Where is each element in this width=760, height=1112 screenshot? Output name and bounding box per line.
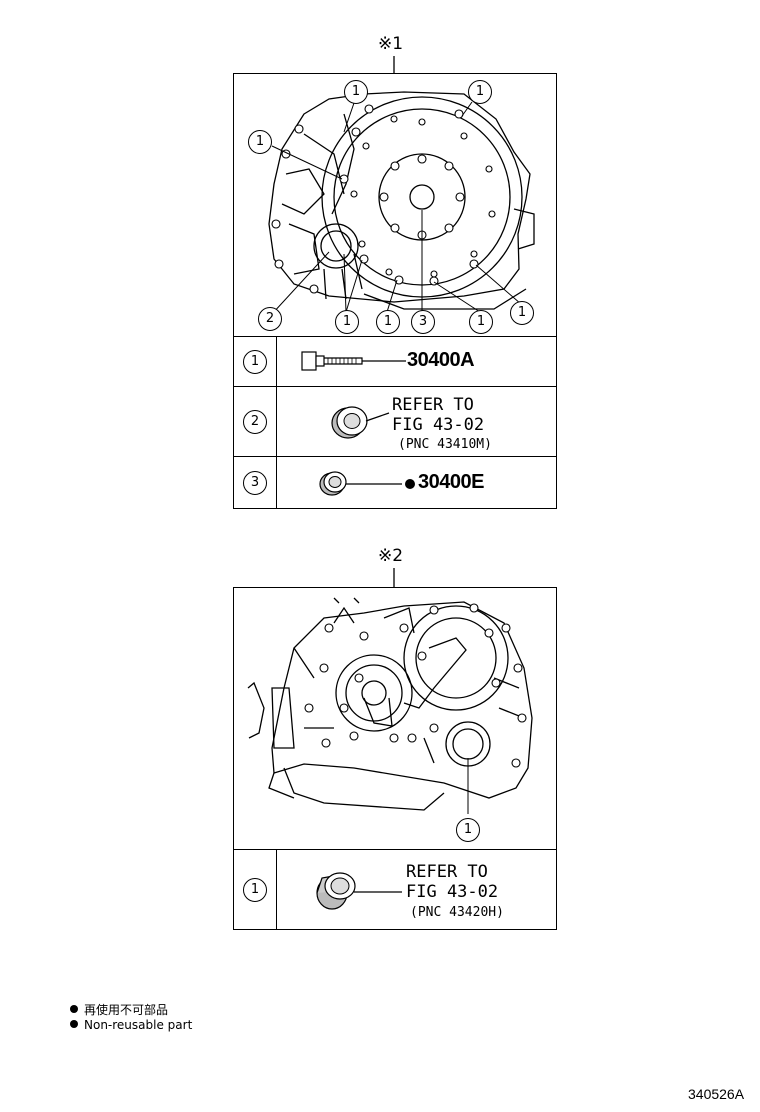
- parts-row-1: 1 REFER TO FIG 43-02 (PNC 43420H): [234, 849, 556, 930]
- transmission-case-rear-drawing: [247, 597, 533, 814]
- oil-seal-icon: [319, 471, 415, 496]
- callout-1: 1: [510, 301, 534, 325]
- row-number: 1: [243, 350, 267, 374]
- group2-marker: ※2: [378, 546, 404, 566]
- callout-1: 1: [456, 818, 480, 842]
- refer-to-text: REFER TO: [392, 395, 474, 415]
- non-reusable-dot-icon: [70, 1020, 78, 1028]
- figure-id: 340526A: [688, 1086, 745, 1102]
- non-reusable-dot-icon: [405, 479, 415, 489]
- row-number: 3: [243, 471, 267, 495]
- callout-1: 1: [376, 310, 400, 334]
- refer-fig-link[interactable]: FIG 43-02: [406, 882, 499, 902]
- legend-en: Non-reusable part: [70, 1018, 192, 1032]
- parts-row-2: 2 REFER TO FIG 43-02 (PNC 43410M): [234, 386, 556, 457]
- callout-3: 3: [411, 310, 435, 334]
- group2-panel: 1 1 REFER TO FIG 43-02 (PNC 43420H): [233, 587, 557, 930]
- refer-to-text: REFER TO: [406, 862, 488, 882]
- group1-marker: ※1: [378, 34, 404, 54]
- non-reusable-dot-icon: [70, 1005, 78, 1013]
- row-number: 1: [243, 878, 267, 902]
- parts-row-3: 3 30400E: [234, 456, 556, 509]
- callout-1: 1: [344, 80, 368, 104]
- part-number: 30400E: [418, 471, 484, 493]
- callout-1: 1: [335, 310, 359, 334]
- row-number: 2: [243, 410, 267, 434]
- callout-2: 2: [258, 307, 282, 331]
- callout-1: 1: [469, 310, 493, 334]
- pnc-text: (PNC 43410M): [398, 437, 492, 452]
- pnc-text: (PNC 43420H): [410, 905, 504, 920]
- bolt-icon: [301, 351, 406, 371]
- group1-panel: 1 1 1 1 2 1 1 3 1 1 30400A 2 REFER TO FI…: [233, 73, 557, 509]
- callout-1: 1: [248, 130, 272, 154]
- parts-row-1: 1 30400A: [234, 336, 556, 387]
- legend-jp: 再使用不可部品: [70, 1001, 168, 1018]
- callout-1: 1: [468, 80, 492, 104]
- legend-en-text: Non-reusable part: [84, 1018, 193, 1032]
- refer-fig-link[interactable]: FIG 43-02: [392, 415, 485, 435]
- legend-jp-text: 再使用不可部品: [84, 1003, 169, 1017]
- part-number: 30400A: [407, 349, 475, 371]
- transmission-case-front-drawing: [268, 91, 535, 315]
- bearing-icon: [316, 872, 402, 910]
- bearing-icon: [331, 406, 390, 439]
